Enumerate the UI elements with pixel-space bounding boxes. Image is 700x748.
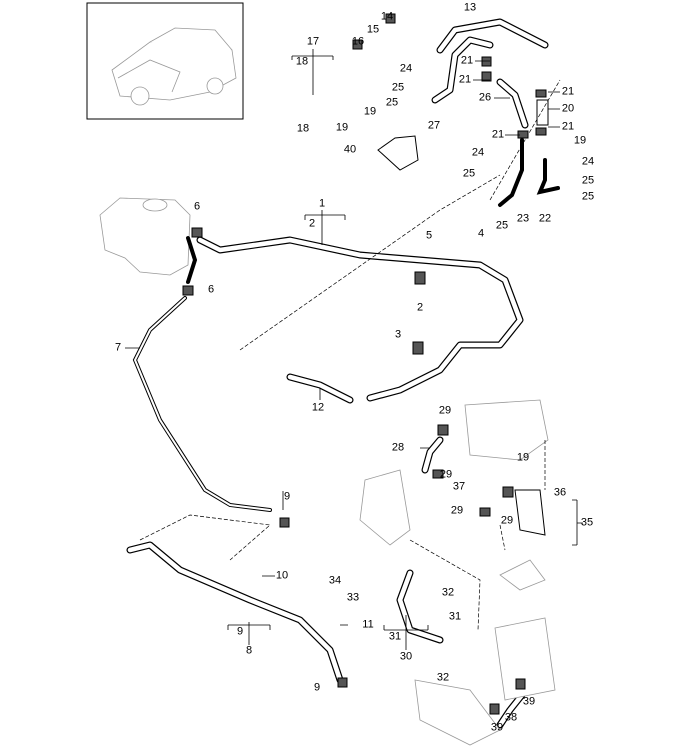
callout-2: 2 [416, 301, 424, 314]
callout-13: 13 [463, 1, 477, 14]
callout-36: 36 [553, 486, 567, 499]
vehicle-thumbnail [86, 2, 244, 120]
callout-21: 21 [458, 73, 472, 86]
expansion-tank [99, 197, 191, 276]
callout-37: 37 [452, 480, 466, 493]
callout-4: 4 [477, 227, 485, 240]
callout-26: 26 [478, 91, 492, 104]
callout-9: 9 [283, 490, 291, 503]
callout-25: 25 [385, 96, 399, 109]
callout-24: 24 [399, 62, 413, 75]
callout-25: 25 [495, 219, 509, 232]
callout-18: 18 [296, 122, 310, 135]
callout-21: 21 [561, 85, 575, 98]
callout-22: 22 [538, 212, 552, 225]
callout-2: 2 [308, 217, 316, 230]
callout-21: 21 [460, 54, 474, 67]
callout-27: 27 [427, 119, 441, 132]
callout-25: 25 [581, 174, 595, 187]
callout-40: 40 [343, 143, 357, 156]
callout-20: 20 [561, 102, 575, 115]
callout-10: 10 [275, 569, 289, 582]
callout-24: 24 [581, 155, 595, 168]
callout-7: 7 [114, 341, 122, 354]
callout-29: 29 [500, 514, 514, 527]
callout-12: 12 [311, 401, 325, 414]
callout-11: 11 [362, 618, 374, 631]
callout-19: 19 [516, 451, 530, 464]
callout-5: 5 [425, 229, 433, 242]
callout-25: 25 [391, 81, 405, 94]
callout-25: 25 [462, 167, 476, 180]
callout-35: 35 [580, 516, 594, 529]
callout-29: 29 [450, 504, 464, 517]
callout-9: 9 [236, 625, 244, 638]
callout-14: 14 [380, 10, 394, 23]
callout-6: 6 [193, 200, 201, 213]
callout-31: 31 [448, 610, 462, 623]
callout-23: 23 [516, 212, 530, 225]
callout-39: 39 [522, 695, 536, 708]
callout-19: 19 [363, 105, 377, 118]
callout-33: 33 [346, 591, 360, 604]
callout-32: 32 [441, 586, 455, 599]
callout-39: 39 [490, 721, 504, 734]
callout-17: 17 [306, 35, 320, 48]
callout-16: 16 [351, 35, 365, 48]
callout-19: 19 [573, 134, 587, 147]
callout-6: 6 [207, 283, 215, 296]
callout-21: 21 [561, 120, 575, 133]
callout-31: 31 [388, 630, 402, 643]
callout-24: 24 [471, 146, 485, 159]
callout-28: 28 [391, 441, 405, 454]
callout-29: 29 [438, 404, 452, 417]
callout-19: 19 [335, 121, 349, 134]
callout-1: 1 [318, 197, 326, 210]
callout-32: 32 [436, 671, 450, 684]
callout-30: 30 [399, 650, 413, 663]
callout-34: 34 [328, 574, 342, 587]
callout-15: 15 [366, 23, 380, 36]
callout-9: 9 [313, 681, 321, 694]
callout-38: 38 [504, 711, 518, 724]
callout-21: 21 [491, 128, 505, 141]
callout-8: 8 [245, 644, 253, 657]
callout-29: 29 [439, 468, 453, 481]
callout-3: 3 [394, 328, 402, 341]
callout-25: 25 [581, 190, 595, 203]
callout-18: 18 [295, 55, 309, 68]
